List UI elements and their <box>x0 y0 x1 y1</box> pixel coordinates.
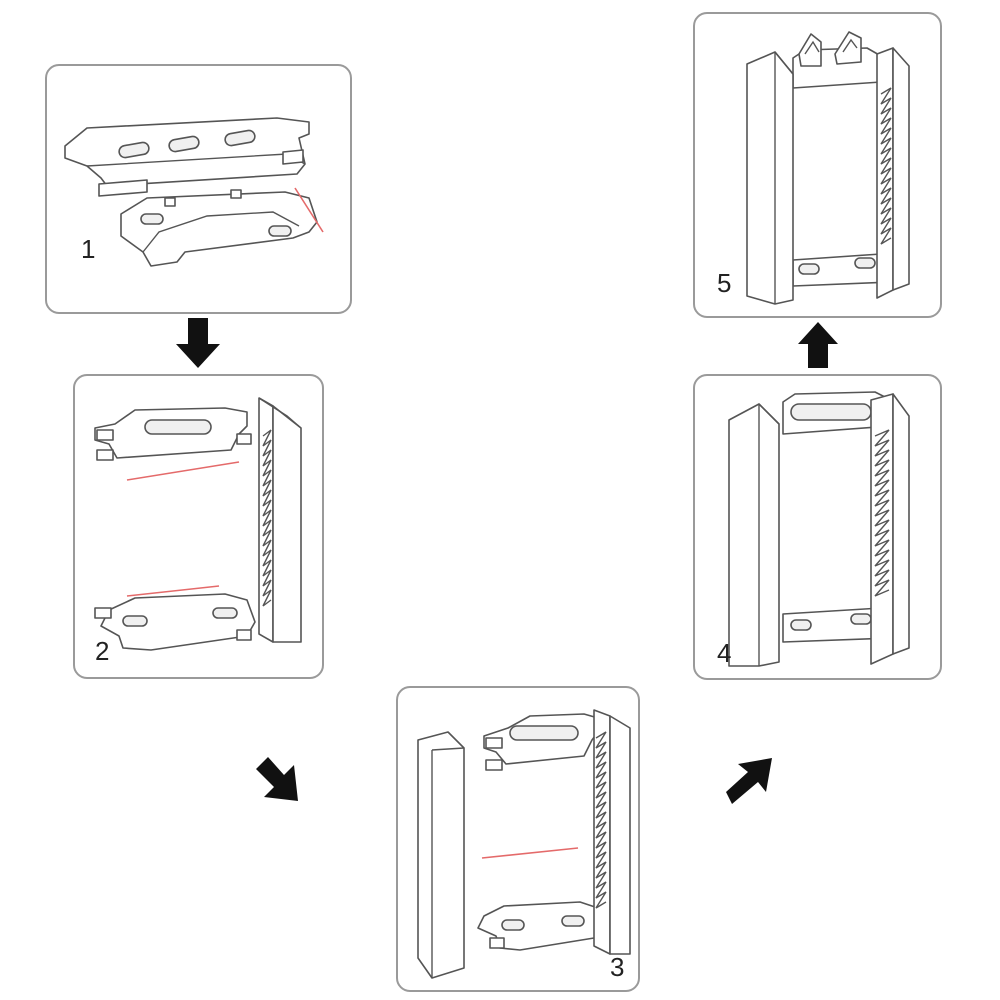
arrow-down-icon <box>176 318 220 375</box>
step-4-illustration <box>728 391 910 667</box>
arrow-up-icon <box>798 322 838 375</box>
step-5-panel: 5 <box>693 12 942 318</box>
step-2-panel: 2 <box>73 374 324 679</box>
step-1-panel: 1 <box>45 64 352 314</box>
arrow-down-right-icon <box>256 755 302 812</box>
step-number: 4 <box>717 638 732 668</box>
step-5-illustration <box>746 31 910 305</box>
step-number: 5 <box>717 268 732 298</box>
step-3-panel: 3 <box>396 686 640 992</box>
step-number: 3 <box>610 952 625 982</box>
arrow-up-right-icon <box>726 756 774 811</box>
step-4-panel: 4 <box>693 374 942 680</box>
guide-line <box>294 187 324 233</box>
step-number: 2 <box>95 636 110 666</box>
step-1-illustration <box>64 117 324 267</box>
step-3-illustration <box>417 709 631 979</box>
step-2-illustration <box>94 397 302 651</box>
step-number: 1 <box>81 234 96 264</box>
